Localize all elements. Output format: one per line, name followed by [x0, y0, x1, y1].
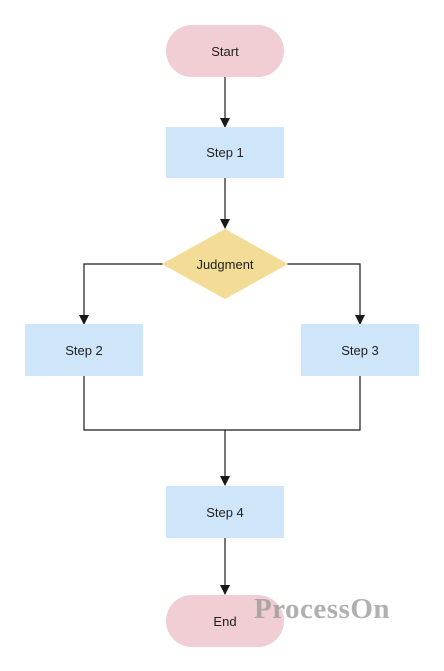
start-terminal-shape [166, 25, 284, 77]
connector-step2-merge [83, 376, 361, 431]
start-label: Start [211, 44, 239, 59]
node-judgment: Judgment [162, 229, 288, 299]
step-1-label: Step 1 [206, 145, 244, 160]
connectors [79, 77, 365, 595]
node-step-1: Step 1 [166, 127, 284, 178]
step-1-process-shape [166, 127, 284, 178]
step-3-process-shape [301, 324, 419, 376]
step-2-label: Step 2 [65, 343, 103, 358]
end-terminal-shape [166, 595, 284, 647]
step-2-process-shape [25, 324, 143, 376]
connector-judgment-to-step3 [287, 263, 365, 325]
step-3-label: Step 3 [341, 343, 379, 358]
processon-watermark: ProcessOn [254, 593, 391, 625]
node-step-2: Step 2 [25, 324, 143, 376]
node-start: Start [166, 25, 284, 77]
end-label: End [213, 614, 236, 629]
node-end: End [166, 595, 284, 647]
node-step-4: Step 4 [166, 486, 284, 538]
node-step-3: Step 3 [301, 324, 419, 376]
step-4-label: Step 4 [206, 505, 244, 520]
judgment-label: Judgment [196, 257, 253, 272]
connector-judgment-to-step2 [79, 263, 163, 325]
step-4-process-shape [166, 486, 284, 538]
judgment-decision-shape [162, 229, 288, 299]
